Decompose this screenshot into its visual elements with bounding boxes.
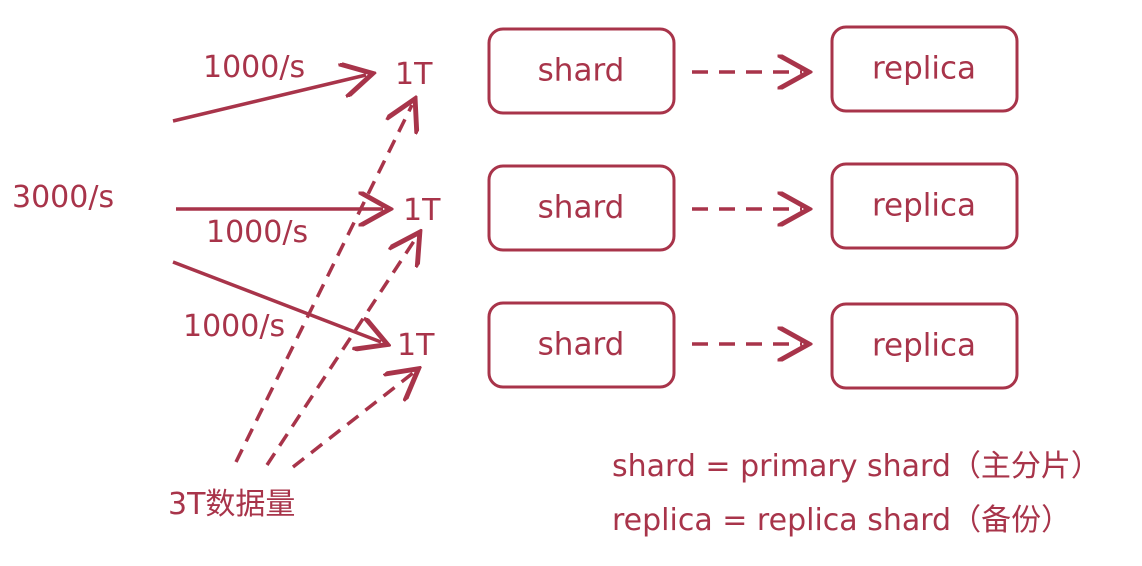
replica-box-1: replica <box>830 25 1019 113</box>
replica-box-2: replica <box>830 162 1019 250</box>
data-arrow-3 <box>291 373 413 469</box>
total-rate-label: 3000/s <box>12 180 114 215</box>
rate-label-1: 1000/s <box>203 50 305 85</box>
replica-label-3: replica <box>872 328 976 364</box>
shard-label-3: shard <box>538 327 625 363</box>
rate-label-2: 1000/s <box>206 215 308 250</box>
shard-label-2: shard <box>538 190 625 226</box>
request-arrow-1 <box>172 75 366 123</box>
rate-label-3: 1000/s <box>183 309 285 344</box>
replica-label-2: replica <box>872 188 976 224</box>
data-arrow-1 <box>234 105 412 463</box>
shard-box-2: shard <box>487 164 676 252</box>
legend-line-replica: replica = replica shard（备份） <box>612 503 1071 538</box>
node-size-label-2: 1T <box>403 193 441 228</box>
shard-box-1: shard <box>487 27 676 115</box>
shard-label-1: shard <box>538 53 625 89</box>
legend-line-primary: shard = primary shard（主分片） <box>612 449 1101 484</box>
shard-box-3: shard <box>487 301 676 389</box>
node-size-label-3: 1T <box>397 328 435 363</box>
total-data-label: 3T数据量 <box>168 487 295 522</box>
replica-label-1: replica <box>872 51 976 87</box>
replica-box-3: replica <box>830 302 1019 390</box>
request-arrow-3 <box>172 260 381 342</box>
node-size-label-1: 1T <box>395 57 433 92</box>
